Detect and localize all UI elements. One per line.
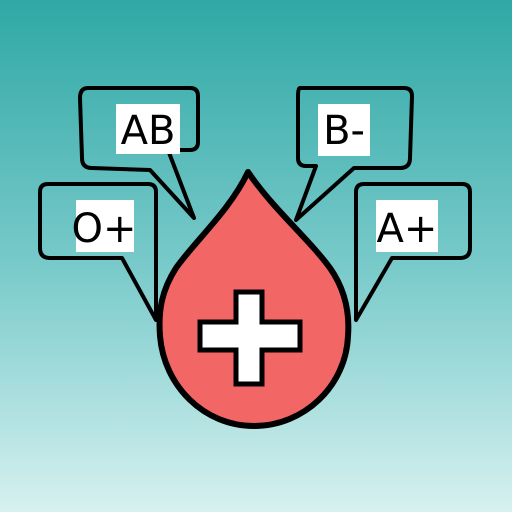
medical-cross-icon (197, 289, 303, 387)
speech-bubble-b-negative-card (318, 104, 370, 156)
speech-bubble-o-positive-card (76, 200, 134, 252)
speech-bubble-a-positive-outline (354, 182, 472, 322)
blood-type-ab-label: AB (121, 108, 176, 154)
speech-bubble-ab-outline (78, 86, 200, 220)
speech-bubble-o-positive-outline (38, 182, 158, 322)
speech-bubble-a-positive-card (376, 200, 438, 252)
speech-bubble-a-positive: A+ (354, 182, 472, 322)
speech-bubble-b-negative-outline (294, 86, 414, 222)
speech-bubble-ab: AB (78, 86, 200, 220)
blood-type-o-positive-label: O+ (72, 206, 137, 252)
blood-type-a-positive-label: A+ (377, 206, 438, 252)
speech-bubble-o-positive: O+ (38, 182, 158, 322)
blood-type-b-negative-label: B- (323, 108, 365, 154)
speech-bubble-ab-card (116, 104, 180, 154)
speech-bubble-b-negative: B- (294, 86, 414, 222)
